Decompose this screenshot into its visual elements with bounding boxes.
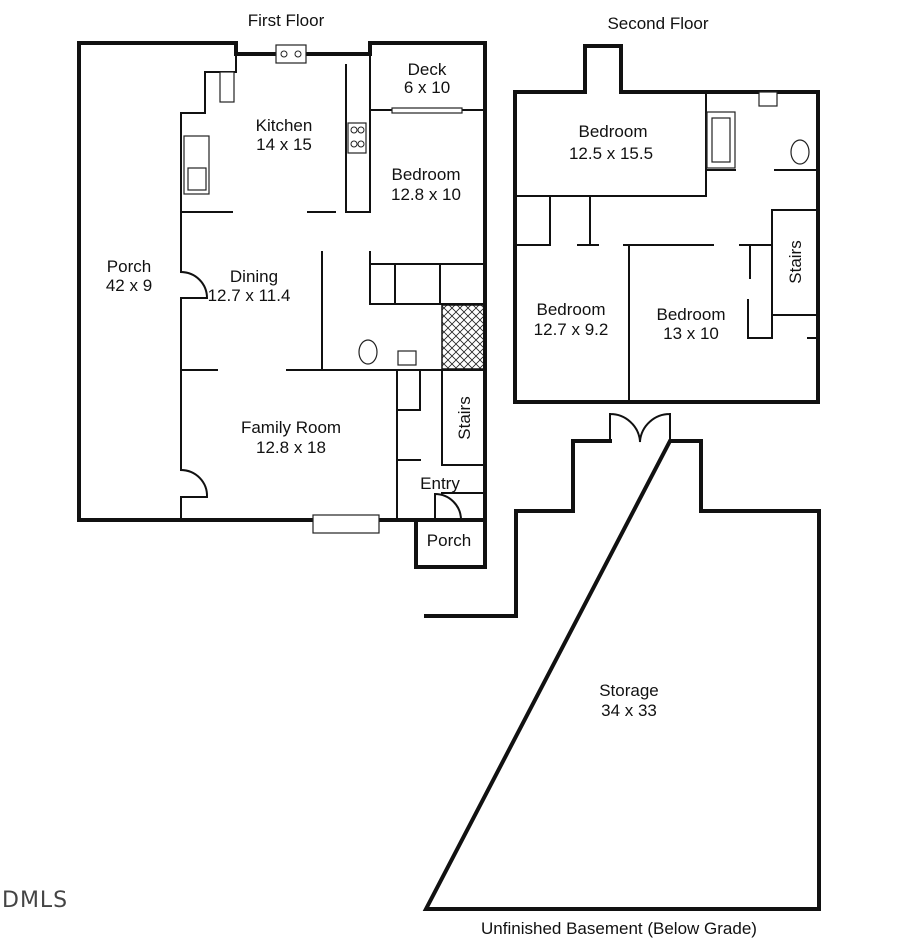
bath-sink-icon (758, 91, 778, 107)
porch-door-upper (179, 270, 209, 299)
oven-icon (187, 167, 207, 191)
hall-walls (396, 369, 421, 521)
first-floor-stairs-label: Stairs (455, 396, 474, 439)
family-room-label: Family Room (241, 418, 341, 437)
second-floor-hall-wall (623, 244, 773, 403)
basement-outer-wall (422, 439, 821, 911)
second-floor-outer-wall (513, 44, 820, 404)
storage-size: 34 x 33 (601, 701, 657, 720)
kitchen-size: 14 x 15 (256, 135, 312, 154)
kitchen-east-wall (307, 64, 371, 213)
bedroom-south-wall (369, 251, 486, 305)
bathtub-inner (711, 117, 731, 163)
basement-door-right (638, 412, 672, 443)
first-floor-stairs-box (441, 369, 486, 466)
shower-tile (441, 304, 485, 370)
toilet-icon (358, 339, 378, 365)
left-bedroom-label: Bedroom (537, 300, 606, 319)
first-floor-outer-wall (77, 41, 487, 522)
dining-label: Dining (230, 267, 278, 286)
kitchen-label: Kitchen (256, 116, 313, 135)
sink-icon (397, 350, 417, 366)
top-bedroom-south-wall (514, 91, 819, 197)
second-floor-closets (514, 195, 599, 246)
top-bedroom-label: Bedroom (579, 122, 648, 141)
dmls-logo: DMLS (2, 888, 68, 913)
bath-toilet-icon (790, 139, 810, 165)
top-bedroom-size: 12.5 x 15.5 (569, 144, 653, 163)
entry-wall (396, 459, 486, 494)
basement-plan: Storage 34 x 33 Unfinished Basement (Bel… (422, 412, 821, 938)
basement-door-left (608, 412, 642, 443)
second-floor-stairs-label: Stairs (786, 240, 805, 283)
first-floor-plan: First Floor Porch 42 x 9 Kitchen 14 x 15… (77, 11, 487, 569)
deck-slider-door (391, 107, 463, 114)
deck-size: 6 x 10 (404, 78, 450, 97)
front-porch-wall (414, 518, 487, 569)
right-bedroom-label: Bedroom (657, 305, 726, 324)
front-porch-label: Porch (427, 531, 471, 550)
porch-side-label: Porch (107, 257, 151, 276)
dining-size: 12.7 x 11.4 (208, 286, 291, 305)
second-floor-stairs-walls (747, 209, 819, 339)
entry-door (434, 492, 463, 522)
storage-label: Storage (599, 681, 659, 700)
porch-side-size: 42 x 9 (106, 276, 152, 295)
first-floor-title: First Floor (248, 11, 325, 30)
front-window (312, 514, 380, 534)
deck-label: Deck (408, 60, 447, 79)
kitchen-step-wall (180, 53, 237, 114)
second-floor-plan: Second Floor Bedroom 12.5 x 15.5 Bedroom… (513, 14, 820, 404)
family-room-size: 12.8 x 18 (256, 438, 326, 457)
second-floor-title: Second Floor (607, 14, 708, 33)
pantry-icon (219, 71, 235, 103)
left-bedroom-size: 12.7 x 9.2 (534, 320, 609, 339)
right-bedroom-size: 13 x 10 (663, 324, 719, 343)
bedroom-label: Bedroom (392, 165, 461, 184)
stove-icon (347, 122, 367, 154)
entry-label: Entry (420, 474, 460, 493)
porch-door-lower (179, 468, 209, 498)
kitchen-sink-icon (275, 44, 307, 64)
bedroom-size: 12.8 x 10 (391, 185, 461, 204)
basement-title: Unfinished Basement (Below Grade) (481, 919, 757, 938)
